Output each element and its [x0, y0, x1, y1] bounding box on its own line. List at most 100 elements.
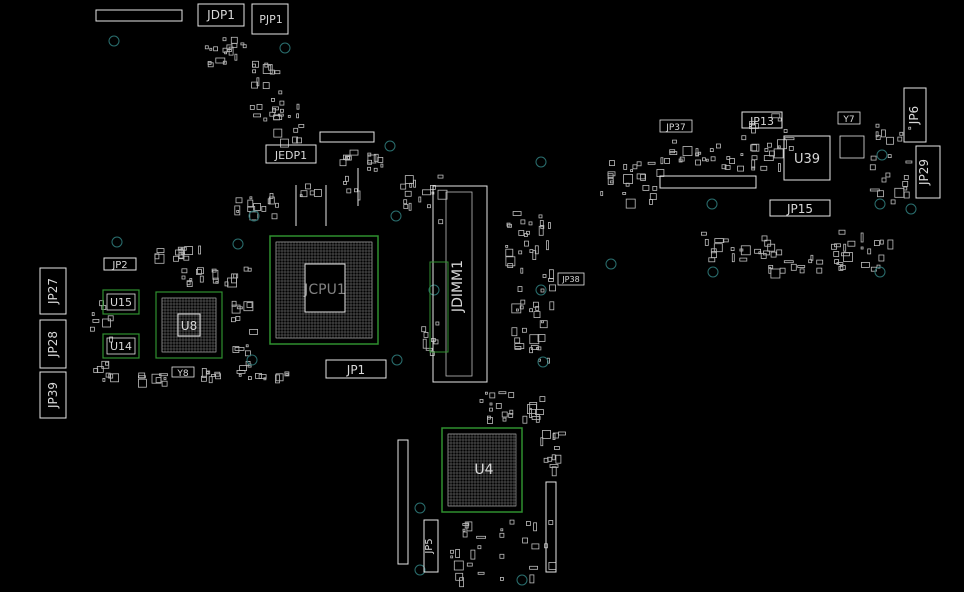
- smd-pad: [886, 136, 894, 145]
- smd-pad: [790, 263, 797, 271]
- smd-pad: [529, 401, 538, 410]
- bga-ball-grid: [447, 433, 516, 507]
- via: [248, 210, 260, 222]
- smd-pad: [529, 565, 538, 570]
- smd-pad: [349, 149, 359, 156]
- smd-pad: [770, 251, 777, 258]
- label-u14: U14: [110, 340, 132, 353]
- label-jp29: JP29: [917, 159, 931, 186]
- smd-pad: [271, 98, 275, 102]
- smd-pad: [173, 255, 179, 262]
- smd-pad: [875, 135, 881, 141]
- smd-pad: [258, 374, 267, 379]
- smd-pad: [754, 248, 761, 254]
- smd-pad: [455, 572, 464, 581]
- smd-pad: [353, 188, 358, 193]
- smd-pad: [542, 429, 551, 439]
- smd-pad: [109, 336, 113, 343]
- smd-pad: [222, 47, 228, 53]
- component-u15: U15: [102, 289, 140, 315]
- smd-pad: [101, 305, 107, 310]
- smd-pad: [741, 135, 747, 141]
- smd-pad: [206, 371, 210, 374]
- via: [428, 284, 440, 296]
- smd-pad: [234, 346, 245, 351]
- smd-pad: [710, 156, 716, 162]
- smd-pad: [247, 376, 252, 381]
- smd-pad: [777, 145, 781, 149]
- smd-pad: [459, 577, 465, 588]
- smd-pad: [730, 247, 735, 252]
- smd-pad: [339, 159, 347, 167]
- via: [414, 502, 426, 514]
- smd-pad: [514, 345, 522, 350]
- smd-pad: [784, 137, 795, 141]
- smd-pad: [425, 347, 433, 351]
- smd-pad: [105, 372, 111, 378]
- component-y7: Y7: [837, 111, 861, 125]
- smd-pad: [253, 113, 262, 118]
- via: [516, 574, 528, 586]
- smd-pad: [433, 339, 439, 345]
- smd-pad: [682, 146, 693, 156]
- smd-pad: [462, 531, 468, 538]
- smd-pad: [899, 131, 904, 136]
- smd-pad: [698, 151, 702, 155]
- smd-pad: [524, 240, 529, 247]
- smd-pad: [760, 165, 768, 171]
- smd-pad: [764, 148, 769, 152]
- smd-pad: [838, 265, 844, 271]
- smd-pad: [156, 248, 165, 254]
- smd-pad: [427, 204, 431, 209]
- component-jedp1: JEDP1: [265, 144, 317, 164]
- smd-pad: [249, 328, 259, 335]
- smd-pad: [93, 368, 99, 373]
- label-jp6: JP6: [907, 106, 921, 125]
- smd-pad: [181, 275, 186, 280]
- smd-pad: [783, 260, 794, 264]
- smd-pad: [506, 222, 511, 227]
- smd-pad: [672, 139, 677, 144]
- smd-pad: [908, 126, 912, 130]
- smd-pad: [726, 156, 731, 160]
- smd-pad: [450, 555, 454, 559]
- smd-pad: [183, 255, 190, 261]
- component-jp27: JP27: [39, 267, 67, 315]
- via: [111, 236, 123, 248]
- smd-pad: [437, 189, 448, 200]
- smd-pad: [751, 124, 756, 134]
- smd-pad: [737, 165, 744, 172]
- smd-pad: [875, 123, 880, 128]
- smd-pad: [783, 129, 788, 133]
- smd-pad: [540, 288, 545, 293]
- smd-pad: [524, 233, 528, 237]
- smd-pad: [422, 338, 427, 349]
- label-jp15: JP15: [786, 202, 813, 216]
- smd-pad: [215, 280, 219, 284]
- smd-pad: [640, 173, 646, 181]
- smd-pad: [279, 100, 285, 106]
- smd-pad: [228, 46, 234, 56]
- smd-pad: [764, 239, 772, 247]
- smd-pad: [92, 318, 100, 323]
- smd-pad: [724, 164, 731, 170]
- smd-pad: [476, 535, 487, 539]
- smd-pad: [869, 164, 876, 171]
- smd-pad: [252, 63, 256, 68]
- via: [279, 42, 291, 54]
- smd-pad: [705, 158, 709, 162]
- smd-pad: [695, 159, 701, 166]
- smd-pad: [647, 161, 656, 165]
- smd-pad: [273, 128, 283, 138]
- smd-pad: [489, 402, 493, 406]
- smd-pad: [200, 375, 207, 382]
- smd-pad: [536, 347, 539, 350]
- smd-pad: [437, 174, 444, 179]
- smd-pad: [731, 253, 735, 263]
- smd-pad: [272, 108, 277, 113]
- smd-pad: [771, 113, 781, 119]
- via: [414, 564, 426, 576]
- smd-pad: [499, 577, 504, 581]
- smd-pad: [509, 409, 514, 415]
- smd-pad: [508, 392, 515, 398]
